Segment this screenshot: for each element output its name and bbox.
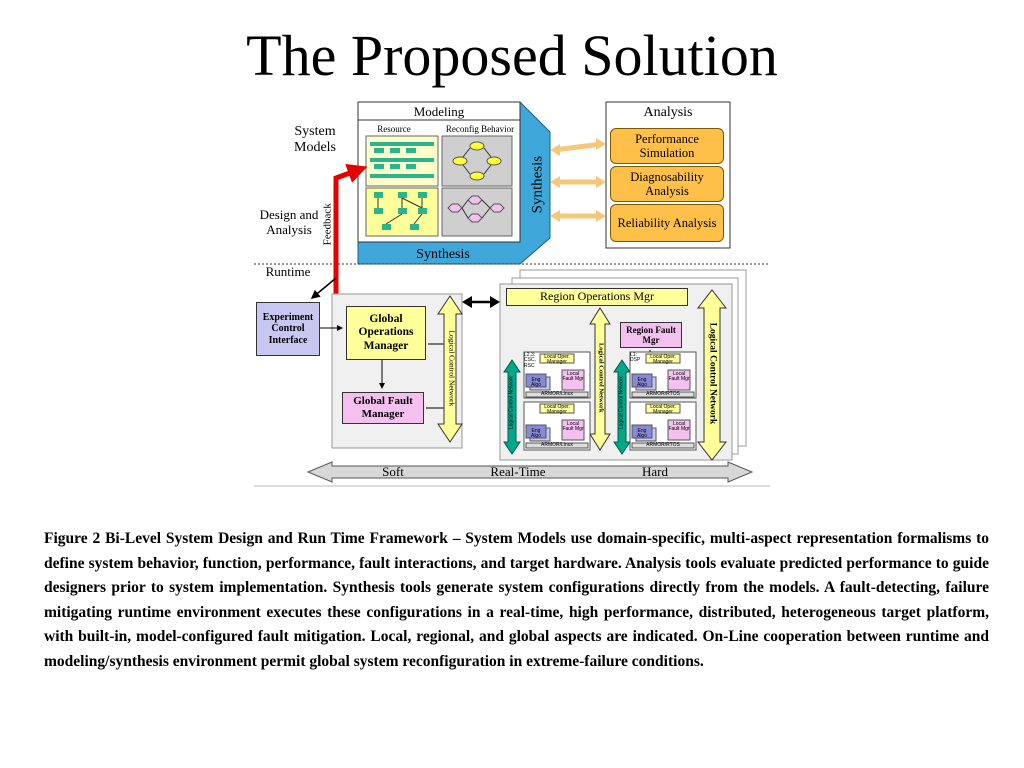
local-tr-fault-label: Local Fault Mgr <box>668 371 690 383</box>
resource-label: Resource <box>377 124 411 134</box>
feedback-arrow <box>333 164 368 296</box>
feedback-label: Feedback <box>321 203 334 246</box>
local-tl-algo-label: Eng Algo <box>530 377 541 389</box>
figure-caption: Figure 2 Bi-Level System Design and Run … <box>44 530 989 670</box>
global-lcn-arrow <box>437 295 463 443</box>
slide-title: The Proposed Solution <box>246 23 778 88</box>
global-lcn-label: Logical Control Network <box>447 330 457 407</box>
reconfig-behavior-label: Reconfig Behavior <box>445 124 515 134</box>
spectrum-hard-label: Hard <box>642 464 668 479</box>
local-bl-fault-label: Local Fault Mgr <box>562 421 584 433</box>
spectrum-realtime-label: Real-Time <box>490 464 546 479</box>
runtime-label: Runtime <box>265 264 311 279</box>
local-tr-oper-label: Local Oper. Manager <box>650 354 676 366</box>
local-tl-fault-label: Local Fault Mgr <box>562 371 584 383</box>
global-fault-manager-box: Global Fault Manager <box>342 392 424 424</box>
local-node-tl <box>523 351 591 399</box>
spectrum-soft-label: Soft <box>382 464 404 479</box>
local-bl-oper-label: Local Oper. Manager <box>544 404 570 416</box>
local-node-br <box>629 401 697 451</box>
local-tl-armor-label: ARMOR/Linux <box>541 391 573 397</box>
synthesis-analysis-arrows <box>553 141 603 219</box>
local-br-algo-label: Eng Algo <box>636 428 647 440</box>
modeling-title: Modeling <box>413 104 465 119</box>
region-big-lcn-label: Logical Control Network <box>707 322 718 425</box>
design-analysis-label: Design and Analysis <box>259 207 319 237</box>
region-lcn-big-arrow <box>696 289 728 461</box>
local-tl-oper-label: Local Oper. Manager <box>544 354 570 366</box>
synthesis-side-label: Synthesis <box>529 155 546 214</box>
local-br-fault-label: Local Fault Mgr <box>668 421 690 433</box>
local-tr-armor-label: ARMOR/RTOS <box>646 391 680 397</box>
local-node-tr <box>629 351 697 399</box>
diagnosability-analysis-box: Diagnosability Analysis <box>610 166 724 202</box>
reliability-analysis-box: Reliability Analysis <box>610 204 724 242</box>
region-lcn-arrow <box>589 307 611 451</box>
local-bl-armor-label: ARMOR/Linux <box>541 442 573 448</box>
region-operations-mgr-box: Region Operations Mgr <box>506 288 688 306</box>
local-tl-tier-label: L2,3: CSC, RSC <box>524 352 536 369</box>
performance-simulation-box: Performance Simulation <box>610 128 724 164</box>
analysis-title: Analysis <box>643 105 693 120</box>
framework-diagram: System Models Design and Analysis Runtim… <box>250 98 775 490</box>
local-br-armor-label: ARMOR/RTOS <box>646 442 680 448</box>
region-fault-mgr-box: Region Fault Mgr <box>620 322 682 348</box>
local-tr-algo-label: Eng Algo <box>636 377 647 389</box>
global-operations-manager-box: Global Operations Manager <box>346 306 426 360</box>
local-lcn-right-label: Logical Control Network <box>618 376 625 430</box>
local-lcn-left-label: Logical Control Network <box>508 376 515 430</box>
region-lcn-label: Logical Control Network <box>597 342 605 413</box>
spectrum-arrow <box>306 461 754 483</box>
local-bl-algo-label: Eng Algo <box>530 428 541 440</box>
system-models-label: System Models <box>294 124 336 156</box>
local-tr-tier-label: L1: DSP <box>630 352 641 364</box>
local-node-bl <box>523 401 591 451</box>
local-br-oper-label: Local Oper. Manager <box>650 404 676 416</box>
experiment-control-interface-box: Experiment Control Interface <box>256 302 320 356</box>
synthesis-bottom-label: Synthesis <box>416 247 470 262</box>
